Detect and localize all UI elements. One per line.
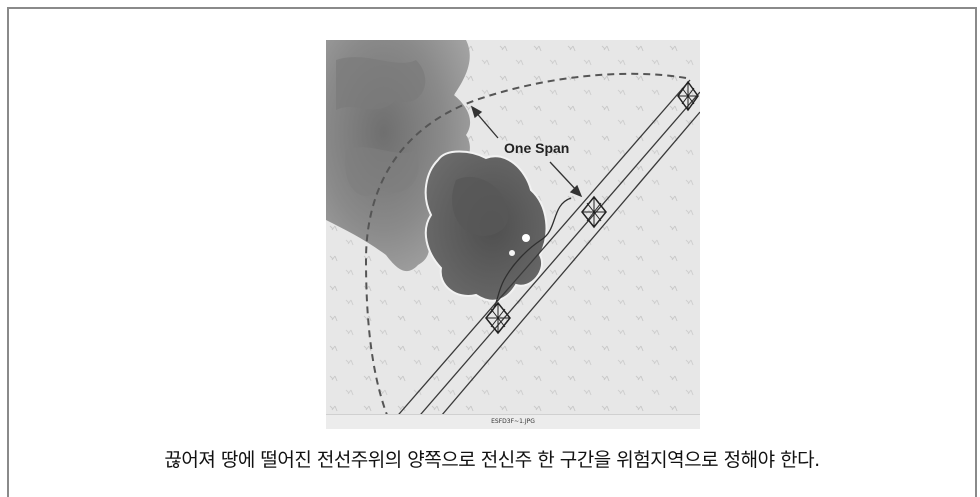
power-lines (385, 79, 700, 429)
hazard-boundary-line (364, 72, 687, 426)
tower-icon-middle (581, 195, 607, 229)
span-arrows (470, 105, 583, 198)
tower-icon-bottom (485, 301, 511, 335)
image-filename: ESFD3F~1.JPG (326, 414, 700, 429)
span-label: One Span (504, 140, 570, 156)
diagram-drawing (326, 40, 700, 429)
spark-icon (522, 234, 530, 242)
hazard-zone-diagram: One Span ESFD3F~1.JPG (326, 40, 700, 429)
slide-frame: One Span ESFD3F~1.JPG 끊어져 땅에 떨어진 전선주위의 양… (7, 7, 977, 497)
tower-icon-top (677, 80, 699, 112)
downed-wire (487, 197, 572, 316)
caption-text: 끊어져 땅에 떨어진 전선주위의 양쪽으로 전신주 한 구간을 위험지역으로 정… (164, 449, 820, 471)
